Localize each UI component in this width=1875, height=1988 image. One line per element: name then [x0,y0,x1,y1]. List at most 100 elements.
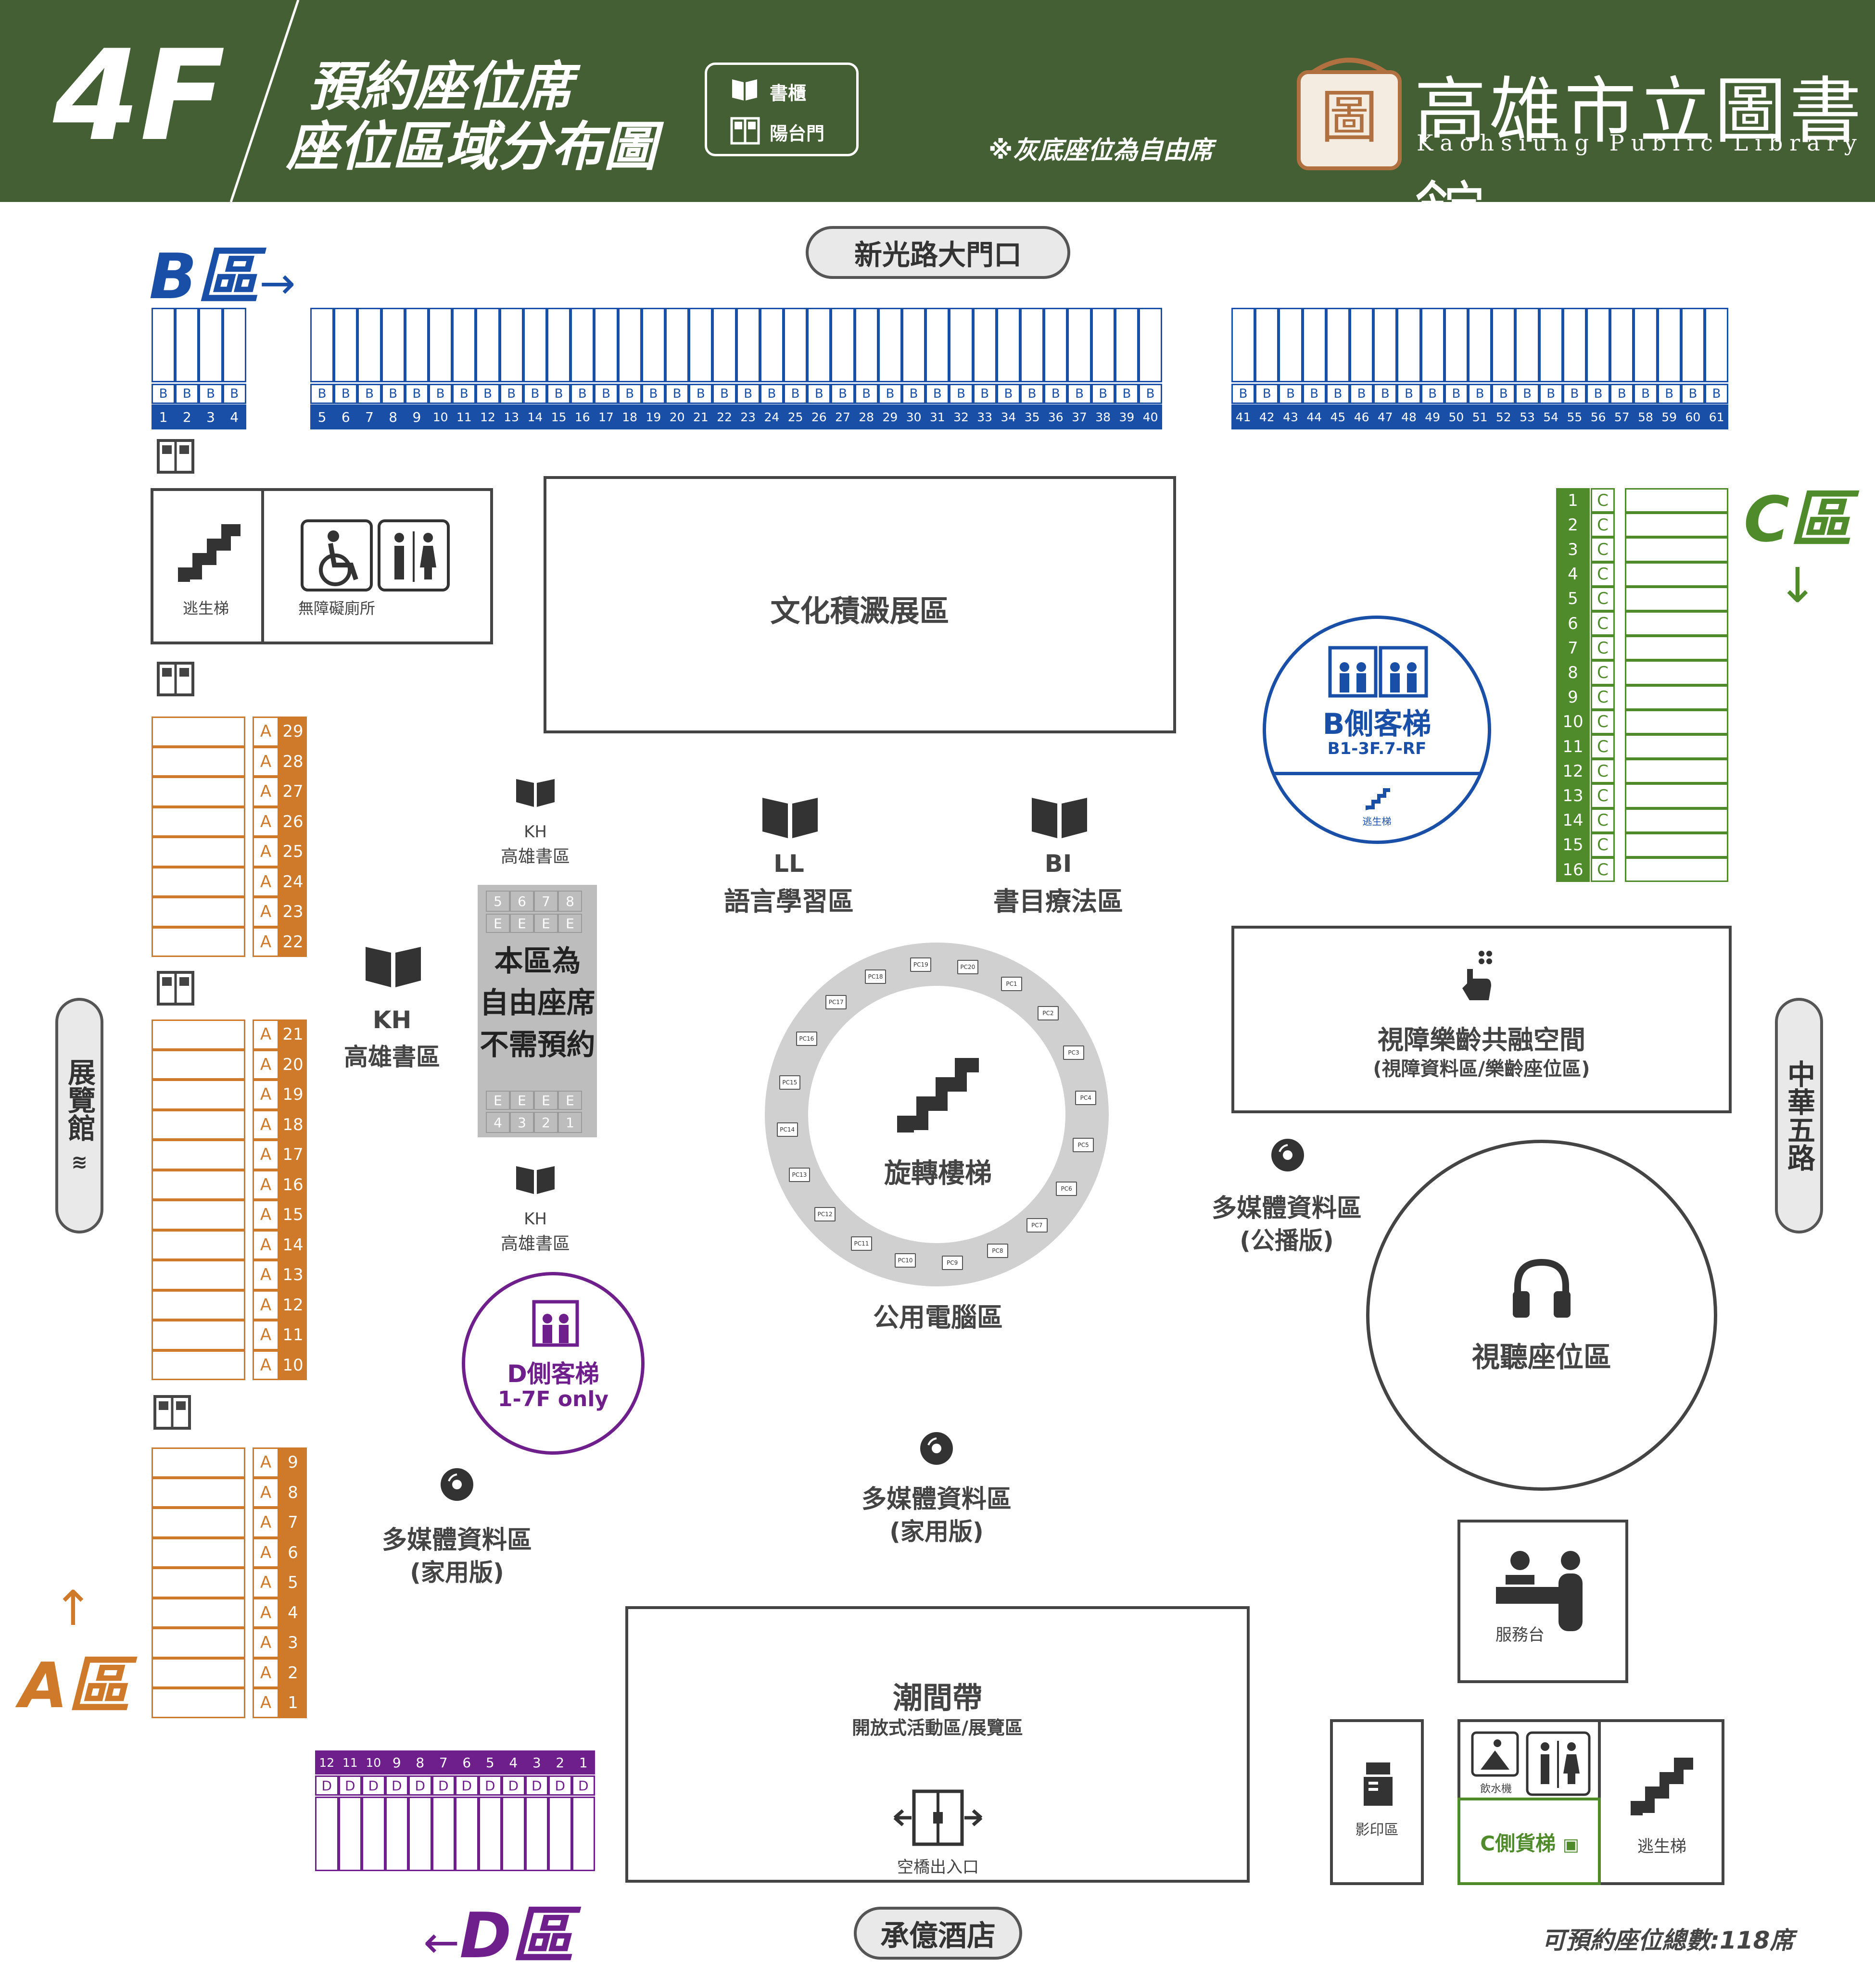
seat-c12-desk[interactable] [1625,759,1728,784]
seat-b59[interactable]: 59 [1657,404,1681,429]
seat-c7-desk[interactable] [1625,636,1728,661]
seat-b59-desk[interactable] [1657,308,1681,382]
seat-b36-prefix[interactable]: B [1044,384,1068,404]
seat-a26[interactable]: 26 [279,806,307,837]
seat-b38-desk[interactable] [1091,308,1115,382]
seat-b12-desk[interactable] [476,308,500,382]
seat-b46[interactable]: 46 [1350,404,1374,429]
seat-b10[interactable]: 10 [429,404,453,429]
seat-a21-desk[interactable] [152,1019,245,1050]
seat-a27-desk[interactable] [152,777,245,807]
seat-b25-prefix[interactable]: B [784,384,808,404]
seat-b3-prefix[interactable]: B [199,384,223,404]
seat-a8-prefix[interactable]: A [253,1477,279,1508]
seat-b33-desk[interactable] [973,308,997,382]
seat-b29-prefix[interactable]: B [878,384,902,404]
seat-d7-prefix[interactable]: D [431,1775,455,1796]
seat-c11[interactable]: 11 [1556,734,1590,759]
seat-b19-prefix[interactable]: B [641,384,665,404]
free-seat-5[interactable]: 5 [486,891,510,912]
seat-c13-desk[interactable] [1625,783,1728,808]
seat-a27-prefix[interactable]: A [253,777,279,807]
seat-a19-prefix[interactable]: A [253,1080,279,1110]
free-seat-3-prefix[interactable]: E [510,1091,534,1110]
seat-a11-desk[interactable] [152,1320,245,1350]
free-seat-6[interactable]: 6 [510,891,534,912]
seat-a14-prefix[interactable]: A [253,1230,279,1260]
seat-a20[interactable]: 20 [279,1049,307,1080]
seat-a14[interactable]: 14 [279,1230,307,1260]
seat-b39-desk[interactable] [1115,308,1139,382]
free-seat-5-prefix[interactable]: E [486,914,510,933]
seat-b27-prefix[interactable]: B [831,384,855,404]
seat-b6-desk[interactable] [334,308,358,382]
seat-a23-desk[interactable] [152,897,245,927]
seat-b36[interactable]: 36 [1044,404,1068,429]
seat-b13[interactable]: 13 [499,404,523,429]
seat-b2-desk[interactable] [175,308,199,382]
seat-c13-prefix[interactable]: C [1591,783,1615,808]
seat-b23-desk[interactable] [736,308,760,382]
seat-b37-desk[interactable] [1067,308,1091,382]
seat-c5[interactable]: 5 [1556,586,1590,611]
seat-a2-desk[interactable] [152,1658,245,1688]
seat-d12-prefix[interactable]: D [315,1775,339,1796]
seat-a22-desk[interactable] [152,927,245,957]
seat-a13-prefix[interactable]: A [253,1260,279,1290]
seat-b52[interactable]: 52 [1492,404,1516,429]
seat-a15[interactable]: 15 [279,1200,307,1230]
seat-b61[interactable]: 61 [1705,404,1729,429]
seat-c9-prefix[interactable]: C [1591,685,1615,710]
seat-d8[interactable]: 8 [408,1750,432,1774]
seat-d2-desk[interactable] [548,1797,572,1871]
seat-a29[interactable]: 29 [279,717,307,747]
seat-a17-desk[interactable] [152,1140,245,1170]
seat-b53-prefix[interactable]: B [1515,384,1539,404]
seat-a23[interactable]: 23 [279,897,307,927]
seat-d10[interactable]: 10 [362,1750,385,1774]
seat-b47-desk[interactable] [1373,308,1397,382]
seat-b48-desk[interactable] [1397,308,1421,382]
seat-b28-prefix[interactable]: B [854,384,878,404]
seat-a20-prefix[interactable]: A [253,1049,279,1080]
seat-b21[interactable]: 21 [689,404,713,429]
seat-a2[interactable]: 2 [279,1658,307,1688]
seat-b29-desk[interactable] [878,308,902,382]
seat-b11-prefix[interactable]: B [452,384,476,404]
seat-d8-desk[interactable] [408,1797,432,1871]
seat-b60-desk[interactable] [1681,308,1705,382]
seat-b24[interactable]: 24 [760,404,784,429]
seat-c16-prefix[interactable]: C [1591,857,1615,882]
seat-b10-desk[interactable] [429,308,453,382]
seat-b1-prefix[interactable]: B [152,384,176,404]
seat-d1-prefix[interactable]: D [571,1775,595,1796]
seat-b26-desk[interactable] [807,308,831,382]
seat-b33-prefix[interactable]: B [973,384,997,404]
seat-d5[interactable]: 5 [478,1750,502,1774]
seat-c9[interactable]: 9 [1556,685,1590,710]
seat-a7[interactable]: 7 [279,1508,307,1538]
seat-c5-desk[interactable] [1625,586,1728,611]
seat-b5-prefix[interactable]: B [310,384,334,404]
seat-c6-prefix[interactable]: C [1591,611,1615,636]
seat-b50[interactable]: 50 [1444,404,1468,429]
seat-c1-prefix[interactable]: C [1591,488,1615,513]
seat-b21-prefix[interactable]: B [689,384,713,404]
seat-a22-prefix[interactable]: A [253,927,279,957]
seat-a28[interactable]: 28 [279,746,307,777]
seat-a12[interactable]: 12 [279,1290,307,1320]
seat-b53[interactable]: 53 [1515,404,1539,429]
seat-b60[interactable]: 60 [1681,404,1705,429]
seat-a1-desk[interactable] [152,1688,245,1718]
seat-c10[interactable]: 10 [1556,709,1590,734]
seat-b15-prefix[interactable]: B [547,384,571,404]
seat-c6[interactable]: 6 [1556,611,1590,636]
seat-c4-desk[interactable] [1625,562,1728,587]
seat-a13-desk[interactable] [152,1260,245,1290]
seat-b46-desk[interactable] [1350,308,1374,382]
seat-b17[interactable]: 17 [594,404,618,429]
seat-b28-desk[interactable] [854,308,878,382]
seat-b16[interactable]: 16 [570,404,595,429]
seat-b21-desk[interactable] [689,308,713,382]
seat-b32[interactable]: 32 [949,404,973,429]
